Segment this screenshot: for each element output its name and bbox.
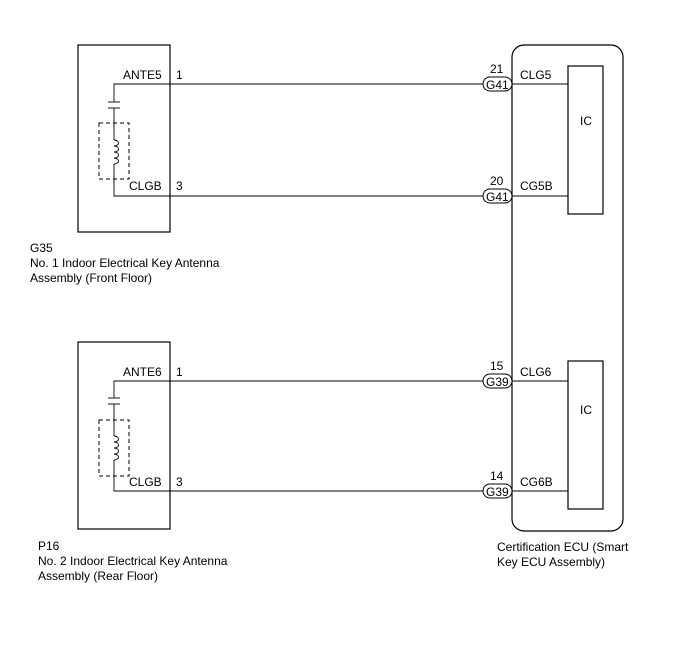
connector-pin-number: 20: [490, 174, 504, 188]
connector-badge: [482, 483, 513, 499]
ecu-terminal-label: CG6B: [520, 475, 553, 489]
front-antenna-box: [77, 44, 171, 233]
ecu-box: [511, 44, 624, 532]
front-pin-ante-label: ANTE5: [123, 68, 162, 82]
connector-pin-number: 15: [490, 359, 504, 373]
rear-pin-clg-number: 3: [176, 475, 183, 489]
ecu-terminal-label: CLG6: [520, 365, 552, 379]
front-component-name-line2: Assembly (Front Floor): [30, 271, 152, 285]
rear-coil-icon: [113, 435, 119, 461]
connector-code: G39: [486, 485, 509, 499]
rear-antenna-box: [77, 341, 171, 530]
certification-ecu: IC IC Certification ECU (Smart Key ECU A…: [497, 44, 629, 569]
front-coil-icon: [113, 139, 119, 165]
front-pin-clg-label: CLGB: [129, 179, 162, 193]
connector-15: 15 G39 CLG6: [482, 359, 552, 389]
ecu-ic-top: [567, 65, 604, 215]
rear-component-name-line1: No. 2 Indoor Electrical Key Antenna: [38, 554, 228, 568]
rear-antenna-clg-wire: [113, 460, 170, 492]
front-antenna-ante-wire: [113, 83, 170, 102]
connector-14: 14 G39 CG6B: [482, 469, 553, 499]
connector-code: G41: [486, 78, 509, 92]
ecu-ic-bottom-label: IC: [580, 403, 592, 417]
ecu-ic-top-label: IC: [580, 114, 592, 128]
ecu-terminal-label: CG5B: [520, 179, 553, 193]
connector-badge: [482, 188, 513, 204]
connector-badge: [482, 76, 513, 92]
rear-antenna-ante-wire: [113, 380, 170, 398]
front-antenna-clg-wire: [113, 164, 170, 197]
ecu-name-line2: Key ECU Assembly): [497, 555, 605, 569]
rear-pin-clg-label: CLGB: [129, 475, 162, 489]
rear-component-name-line2: Assembly (Rear Floor): [38, 569, 158, 583]
connector-21: 21 G41 CLG5: [482, 62, 552, 92]
front-pin-clg-number: 3: [176, 179, 183, 193]
rear-component-code: P16: [38, 539, 60, 553]
ecu-terminal-label: CLG5: [520, 68, 552, 82]
connector-badge: [482, 373, 513, 389]
rear-pin-ante-number: 1: [176, 365, 183, 379]
front-pin-ante-number: 1: [176, 68, 183, 82]
rear-floor-antenna-assembly: ANTE6 1 CLGB 3 P16 No. 2 Indoor Electric…: [38, 341, 228, 583]
connector-pin-number: 21: [490, 62, 504, 76]
connector-pin-number: 14: [490, 469, 504, 483]
front-component-name-line1: No. 1 Indoor Electrical Key Antenna: [30, 256, 220, 270]
front-floor-antenna-assembly: ANTE5 1 CLGB 3 G35 No. 1 Indoor Electric…: [30, 44, 220, 285]
connector-code: G41: [486, 190, 509, 204]
rear-pin-ante-label: ANTE6: [123, 365, 162, 379]
ecu-name-line1: Certification ECU (Smart: [497, 540, 629, 554]
ecu-ic-bottom: [567, 360, 604, 510]
connector-code: G39: [486, 375, 509, 389]
front-component-code: G35: [30, 241, 53, 255]
connector-20: 20 G41 CG5B: [482, 174, 553, 204]
